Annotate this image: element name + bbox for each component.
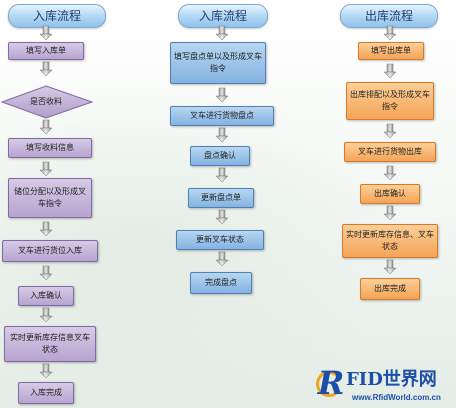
decision-receive-label: 是否收料 [30,97,62,106]
step-fill-inbound-form: 填写入库单 [8,42,84,60]
arrow [215,251,229,267]
arrow [215,209,229,225]
arrow [39,265,53,281]
step-update-inventory-forklift: 实时更新库存信息、叉车状态 [342,224,438,258]
logo-url: www.RfidWorld.com.cn [352,393,441,402]
logo-name: FID世界网 [346,369,437,390]
decision-diamond [0,85,94,119]
step-update-inventory: 实时更新库存信息叉车状态 [4,326,96,362]
arrow [39,161,53,177]
step-outbound-scheduling: 出库排配以及形成叉车指令 [346,82,434,120]
arrow [215,127,229,143]
arrow [39,119,53,135]
header-col1: 入库流程 [8,4,106,28]
step-fill-receiving-info: 填写收料信息 [8,138,92,158]
step-stocktake-confirm: 盘点确认 [190,146,250,166]
step-bin-allocation: 储位分配以及形成叉车指令 [8,178,92,218]
step-stocktake-complete: 完成盘点 [190,272,252,294]
step-outbound-confirm: 出库确认 [360,184,420,204]
step-forklift-outbound: 叉车进行货物出库 [344,142,436,162]
step-forklift-putaway: 叉车进行货位入库 [2,240,98,262]
step-fill-outbound-form: 填写出库单 [358,42,424,60]
logo-mark: R [317,364,345,402]
arrow [39,221,53,237]
step-inbound-complete: 入库完成 [18,382,74,404]
arrow [383,259,397,275]
arrow [383,123,397,139]
arrow [383,63,397,79]
arrow [215,87,229,103]
step-update-stocktake-form: 更新盘点单 [188,188,254,208]
step-forklift-stocktake: 叉车进行货物盘点 [170,106,274,126]
step-update-forklift-status: 更新叉车状态 [176,230,264,250]
arrow [383,205,397,221]
arrow [39,25,53,41]
arrow [39,307,53,323]
step-inbound-confirm: 入库确认 [18,286,74,306]
arrow [39,363,53,379]
arrow [215,25,229,41]
step-outbound-complete: 出库完成 [360,278,420,300]
rfidworld-logo: R FID世界网 www.RfidWorld.com.cn [314,366,454,406]
arrow [383,25,397,41]
step-fill-stocktake-form: 填写盘点单以及形成叉车指令 [170,42,266,84]
arrow [39,61,53,77]
arrow [383,165,397,181]
logo-ring [316,371,342,397]
arrow [215,167,229,183]
header-col3: 出库流程 [340,4,438,28]
